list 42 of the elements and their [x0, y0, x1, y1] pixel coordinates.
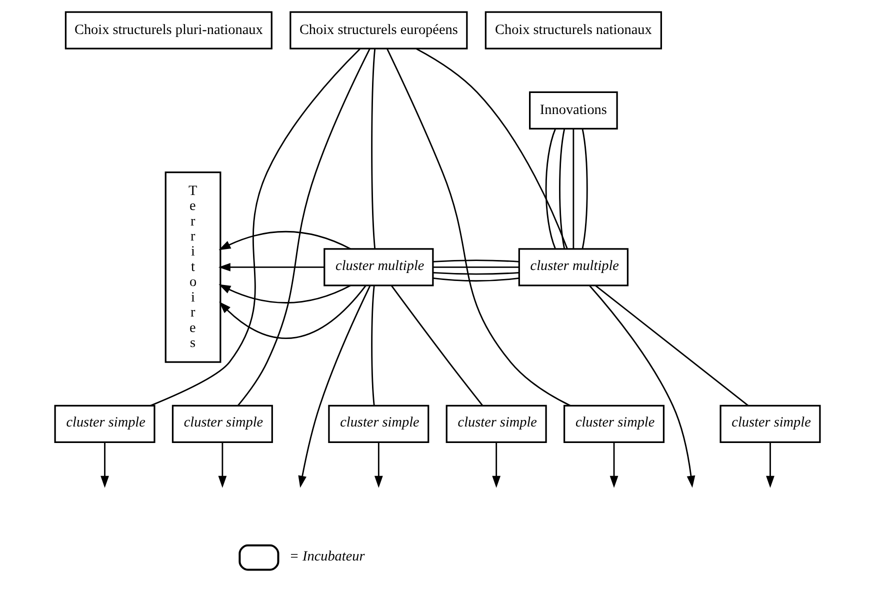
arrow — [589, 285, 696, 488]
connector — [433, 272, 520, 275]
node-box: cluster simple — [720, 404, 821, 443]
arrow — [218, 230, 351, 250]
connector — [432, 278, 520, 282]
node-box: Innovations — [529, 91, 618, 130]
node-box: Choix structurels pluri-nationaux — [64, 11, 272, 50]
node-box: Choix structurels européens — [290, 11, 468, 50]
arrow — [766, 442, 774, 488]
legend-label: = Incubateur — [289, 548, 365, 564]
connector — [386, 48, 570, 406]
arrow — [298, 285, 371, 488]
node-box: cluster multiple — [518, 248, 629, 286]
arrow — [219, 285, 366, 339]
connector — [595, 285, 749, 406]
node-box: Choix structurels nationaux — [484, 11, 662, 50]
node-box: Territoires — [164, 172, 222, 363]
node-box: cluster simple — [564, 404, 665, 443]
node-box: cluster simple — [54, 404, 156, 443]
connector — [390, 285, 484, 406]
node-box: cluster multiple — [324, 248, 434, 286]
arrow — [610, 442, 618, 488]
node-box: cluster simple — [172, 404, 273, 443]
connector — [371, 286, 375, 406]
connector — [559, 128, 566, 249]
arrow — [374, 442, 383, 488]
node-box: cluster simple — [446, 404, 547, 443]
connector — [545, 128, 556, 249]
arrow — [218, 284, 351, 304]
node-box: cluster simple — [328, 404, 430, 443]
connector — [433, 266, 520, 268]
connector — [238, 48, 370, 406]
arrow — [218, 263, 324, 272]
connector — [150, 48, 360, 406]
connector — [433, 260, 520, 262]
connector — [572, 128, 574, 249]
arrow — [492, 442, 501, 488]
arrow — [218, 442, 227, 488]
connector — [416, 48, 568, 250]
arrow — [100, 442, 109, 488]
connector — [582, 128, 588, 249]
connector — [371, 48, 376, 249]
